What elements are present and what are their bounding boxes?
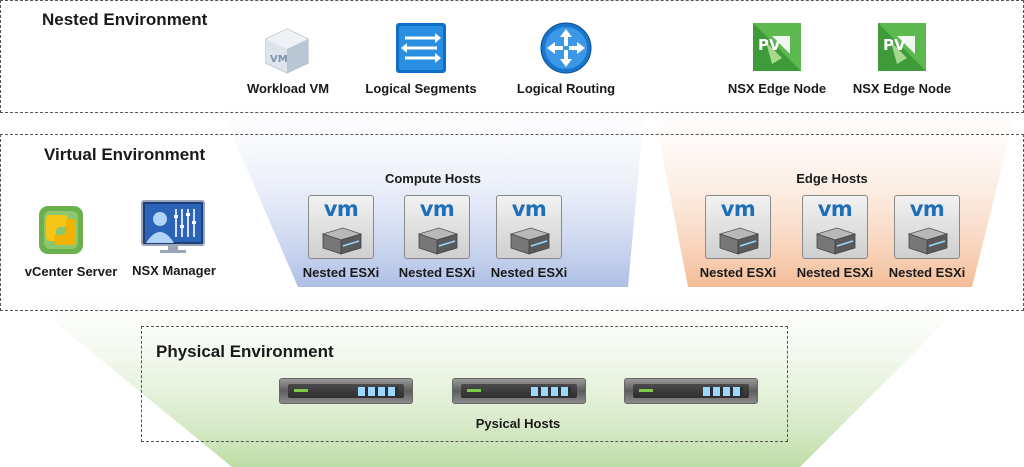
- server-chassis-icon: [417, 227, 459, 255]
- nsx-edge-node-label: NSX Edge Node: [852, 81, 952, 96]
- vm-badge: vm: [323, 197, 359, 221]
- workload-vm-cube-icon: VM: [265, 28, 309, 74]
- nested-esxi-vm-tile: vm: [705, 195, 771, 259]
- nsx-edge-node-icon: PV: [753, 23, 801, 71]
- nsx-edge-node-icon: PV: [878, 23, 926, 71]
- physical-hosts-label: Pysical Hosts: [475, 416, 561, 431]
- server-chassis-icon: [907, 227, 949, 255]
- nested-esxi-label: Nested ESXi: [796, 265, 874, 280]
- logical-routing-icon: [540, 22, 592, 74]
- virtual-environment-title: Virtual Environment: [44, 145, 206, 164]
- logical-segments-icon: [396, 23, 446, 73]
- vm-badge: vm: [817, 197, 853, 221]
- vcenter-server-label: vCenter Server: [24, 264, 118, 279]
- logical-segments-label: Logical Segments: [365, 81, 477, 96]
- nested-esxi-vm-tile: vm: [496, 195, 562, 259]
- nsx-manager-icon: [141, 200, 205, 253]
- nested-esxi-label: Nested ESXi: [302, 265, 380, 280]
- svg-text:PV: PV: [883, 36, 906, 54]
- nsx-edge-node-label: NSX Edge Node: [727, 81, 827, 96]
- nested-esxi-vm-tile: vm: [404, 195, 470, 259]
- vcenter-server-icon: [39, 206, 83, 254]
- vm-badge: vm: [909, 197, 945, 221]
- physical-host-server: [624, 378, 758, 404]
- server-chassis-icon: [815, 227, 857, 255]
- vm-badge: vm: [419, 197, 455, 221]
- physical-host-server: [452, 378, 586, 404]
- vm-badge: vm: [511, 197, 547, 221]
- workload-vm-label: Workload VM: [246, 81, 330, 96]
- nested-esxi-label: Nested ESXi: [398, 265, 476, 280]
- server-chassis-icon: [509, 227, 551, 255]
- physical-host-server: [279, 378, 413, 404]
- nsx-manager-label: NSX Manager: [132, 263, 216, 278]
- edge-hosts-title: Edge Hosts: [796, 171, 868, 186]
- vm-badge: vm: [720, 197, 756, 221]
- logical-routing-label: Logical Routing: [516, 81, 616, 96]
- physical-environment-box: [141, 326, 788, 442]
- nested-esxi-label: Nested ESXi: [490, 265, 568, 280]
- nested-esxi-label: Nested ESXi: [888, 265, 966, 280]
- nested-environment-title: Nested Environment: [42, 10, 208, 29]
- nested-esxi-vm-tile: vm: [308, 195, 374, 259]
- nested-esxi-vm-tile: vm: [802, 195, 868, 259]
- svg-text:VM: VM: [270, 54, 288, 65]
- nested-esxi-vm-tile: vm: [894, 195, 960, 259]
- nested-esxi-label: Nested ESXi: [699, 265, 777, 280]
- server-chassis-icon: [718, 227, 760, 255]
- physical-environment-title: Physical Environment: [156, 342, 334, 361]
- svg-text:PV: PV: [758, 36, 781, 54]
- server-chassis-icon: [321, 227, 363, 255]
- compute-hosts-title: Compute Hosts: [384, 171, 482, 186]
